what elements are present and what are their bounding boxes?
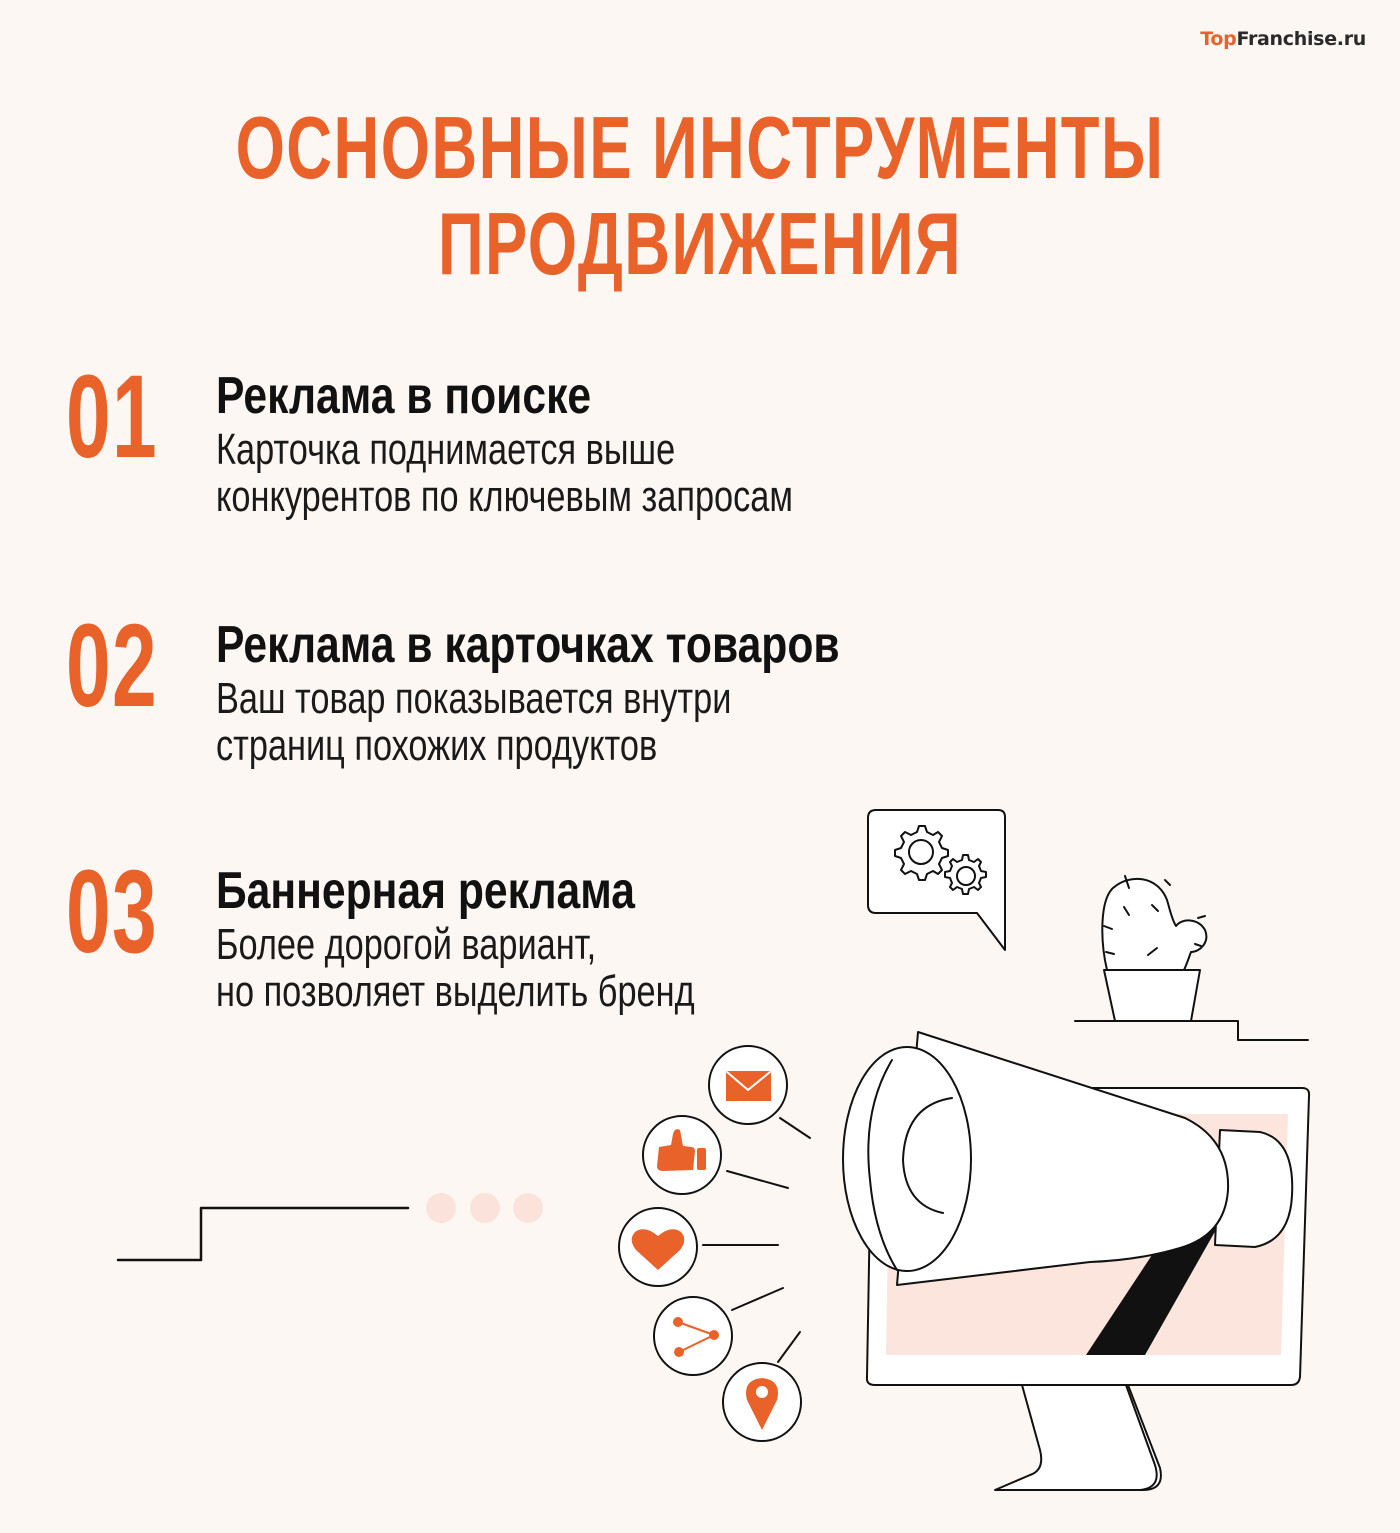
mail-icon <box>708 1045 788 1125</box>
item-heading: Реклама в карточках товаров <box>216 616 840 674</box>
item-number: 01 <box>66 351 158 483</box>
item-heading: Реклама в поиске <box>216 367 592 425</box>
desc-line-1: Карточка поднимается выше <box>216 425 676 474</box>
monitor-icon <box>865 1087 1311 1491</box>
page-title: ОСНОВНЫЕ ИНСТРУМЕНТЫ ПРОДВИЖЕНИЯ <box>196 100 1204 292</box>
item-description: Карточка поднимается выше конкурентов по… <box>216 426 793 520</box>
item-description: Более дорогой вариант, но позволяет выде… <box>216 921 695 1015</box>
title-line-1: ОСНОВНЫЕ ИНСТРУМЕНТЫ <box>235 98 1165 197</box>
step-line-decoration <box>116 1206 410 1262</box>
cactus-icon <box>1101 875 1208 1022</box>
speech-bubble <box>867 809 1006 951</box>
desc-line-2: страниц похожих продуктов <box>216 721 658 770</box>
item-number: 03 <box>66 846 158 978</box>
heart-icon <box>618 1207 698 1287</box>
desc-line-2: но позволяет выделить бренд <box>216 967 695 1016</box>
desc-line-1: Более дорогой вариант, <box>216 920 597 969</box>
logo-part-rest: Franchise.ru <box>1236 28 1367 50</box>
share-icon <box>653 1296 733 1376</box>
megaphone-icon <box>842 1031 1294 1286</box>
gears-icon <box>894 825 987 895</box>
desc-line-1: Ваш товар показывается внутри <box>216 674 732 723</box>
shelf-line <box>1074 1020 1309 1041</box>
item-heading: Баннерная реклама <box>216 862 635 920</box>
thumbs-up-icon <box>642 1115 722 1195</box>
connector-lines <box>702 1117 811 1363</box>
location-pin-icon <box>722 1362 802 1442</box>
desc-line-2: конкурентов по ключевым запросам <box>216 472 793 521</box>
ellipsis-dots-decoration <box>426 1193 543 1223</box>
item-number: 02 <box>66 600 158 732</box>
title-line-2: ПРОДВИЖЕНИЯ <box>437 194 963 293</box>
item-description: Ваш товар показывается внутри страниц по… <box>216 675 731 769</box>
logo-part-top: Top <box>1200 28 1237 50</box>
brand-logo: TopFranchise.ru <box>1200 28 1366 50</box>
